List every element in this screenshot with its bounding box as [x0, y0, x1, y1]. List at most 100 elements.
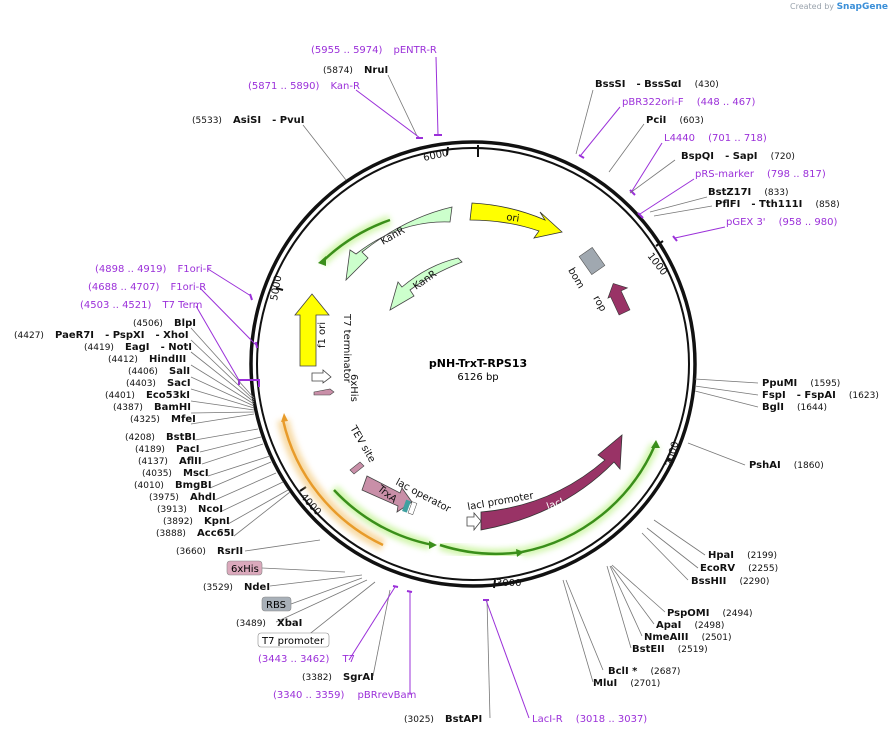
pbrrevbam-label: (3340 .. 3359) pBRrevBam — [273, 683, 416, 702]
orf-arc — [281, 419, 384, 547]
rsrii-label: (3660) RsrII — [176, 539, 243, 558]
bom-label: bom — [565, 266, 586, 291]
kanr-outer-label: KanR — [379, 225, 407, 247]
ppumi-label: PpuMI (1595) — [762, 371, 840, 390]
bamhi-label: (4387) BamHI — [113, 395, 191, 414]
ncoi-label: (3913) NcoI — [157, 497, 223, 516]
laci-feature — [480, 434, 623, 531]
bsteii-label: BstEII (2519) — [632, 637, 708, 656]
eagi-label: (4419) EagI - NotI — [84, 335, 192, 354]
t7-terminator-label: T7 terminator — [341, 313, 352, 384]
pgex3-label: pGEX 3' (958 .. 980) — [726, 210, 837, 229]
his6-feature — [313, 388, 335, 396]
xbai-label: (3489) XbaI — [236, 611, 302, 630]
acc65i-label: (3888) Acc65I — [156, 521, 234, 540]
paer7i-label: (4427) PaeR7I - PspXI - XhoI — [14, 323, 189, 342]
ori-label: ori — [506, 212, 520, 225]
brand-prefix: Created by — [790, 2, 835, 11]
tick-marks — [275, 145, 675, 589]
snapgene-logo: SnapGene — [836, 2, 888, 12]
kpni-label: (3892) KpnI — [163, 509, 230, 528]
pbr322-label: pBR322ori-F (448 .. 467) — [622, 90, 756, 109]
kanr-inner-feature — [389, 257, 463, 311]
pshai-label: PshAI (1860) — [749, 453, 824, 472]
nrui-label: (5874) NruI — [323, 58, 388, 77]
rop-feature — [607, 283, 631, 316]
prsmarker-label: pRS-marker (798 .. 817) — [695, 162, 826, 181]
t7-promoter-box-label: T7 promoter — [261, 636, 325, 647]
bmgbi-label: (4010) BmgBI — [134, 473, 212, 492]
rbs-box — [261, 596, 292, 612]
l4440-label: L4440 (701 .. 718) — [664, 126, 767, 145]
lacir-label: LacI-R (3018 .. 3037) — [532, 707, 647, 726]
bsshii-label: BssHII (2290) — [691, 569, 769, 588]
asisi-label: (5533) AsiSI - PvuI — [192, 108, 305, 127]
tev-label: TEV site — [347, 423, 377, 464]
bgli-label: BglI (1644) — [762, 395, 827, 414]
his6-map-label: 6xHis — [348, 374, 359, 402]
msci-label: (4035) MscI — [142, 461, 209, 480]
primer-marks — [238, 134, 678, 601]
laci-promoter-feature — [466, 511, 482, 532]
pcii-label: PciI (603) — [646, 108, 704, 127]
bspqi-label: BspQI - SapI (720) — [681, 144, 795, 163]
bom-feature — [578, 246, 606, 276]
nmeaiii-label: NmeAIII (2501) — [644, 625, 732, 644]
pentr-label: (5955 .. 5974) pENTR-R — [311, 38, 437, 57]
eco53ki-label: (4401) Eco53kI — [105, 383, 190, 402]
f1ori-label: f1 ori — [317, 322, 328, 348]
sali-label: (4406) SalI — [128, 359, 190, 378]
tev-feature — [349, 461, 365, 475]
bstbi-label: (4208) BstBI — [125, 425, 196, 444]
pspomi-label: PspOMI (2494) — [667, 601, 752, 620]
paci-label: (4189) PacI — [135, 437, 200, 456]
ahdi-label: (3975) AhdI — [149, 485, 216, 504]
laci-arc — [521, 444, 657, 554]
bstapi-label: (3025) BstAPI — [404, 707, 482, 726]
t7term-primer-label: (4503 .. 4521) T7 Term — [80, 293, 202, 312]
ori-feature — [469, 202, 563, 239]
his6-box — [226, 560, 263, 576]
fspi-label: FspI - FspAI (1623) — [762, 383, 879, 402]
pflfi-label: PflFI - Tth111I (858) — [715, 192, 840, 211]
snapgene-brand: Created by SnapGene — [790, 2, 888, 12]
f1orir-label: (4688 .. 4707) F1ori-R — [88, 275, 206, 294]
t7-primer-label: (3443 .. 3462) T7 — [258, 647, 355, 666]
t7-terminator-feature — [311, 369, 332, 384]
his6-box-label: 6xHis — [231, 564, 259, 575]
primer-leader-lines — [195, 56, 726, 719]
apai-label: ApaI (2498) — [656, 613, 724, 632]
saci-label: (4403) SacI — [126, 371, 191, 390]
tick-5000: 5000 — [269, 275, 284, 302]
bsssi-label: BssSI - BssSαI (430) — [595, 72, 719, 91]
kanr-primer-label: (5871 .. 5890) Kan-R — [248, 74, 360, 93]
promoter-arc-1 — [333, 489, 434, 547]
t7-promoter-box — [257, 632, 330, 648]
bstz17i-label: BstZ17I (833) — [708, 180, 789, 199]
mfei-label: (4325) MfeI — [130, 407, 196, 426]
promoter-arc-2 — [439, 543, 523, 556]
aflii-label: (4137) AflII — [138, 449, 202, 468]
kanr-arc — [321, 218, 391, 263]
kanr-outer-feature — [345, 206, 453, 282]
backbone-outer — [249, 140, 697, 588]
plasmid-name: pNH-TrxT-RPS13 — [429, 357, 527, 370]
hindiii-label: (4412) HindIII — [108, 347, 186, 366]
rop-label: rop — [590, 294, 608, 314]
hpai-label: HpaI (2199) — [708, 543, 777, 562]
f1ori-feature — [294, 293, 330, 367]
sgrai-label: (3382) SgrAI — [302, 665, 374, 684]
f1orif-label: (4898 .. 4919) F1ori-F — [95, 257, 212, 276]
tick-2000: 2000 — [664, 440, 681, 467]
ecorv-label: EcoRV (2255) — [700, 556, 778, 575]
blpi-label: (4506) BlpI — [133, 311, 196, 330]
tick-6000: 6000 — [422, 148, 449, 164]
mlui-label: MluI (2701) — [593, 671, 660, 690]
backbone-inner — [256, 147, 690, 581]
tick-3000: 3000 — [496, 578, 521, 589]
rbs-box-label: RBS — [266, 600, 286, 611]
bcli-label: BclI * (2687) — [608, 659, 680, 678]
ndei-label: (3529) NdeI — [203, 575, 270, 594]
plasmid-length: 6126 bp — [457, 372, 498, 383]
